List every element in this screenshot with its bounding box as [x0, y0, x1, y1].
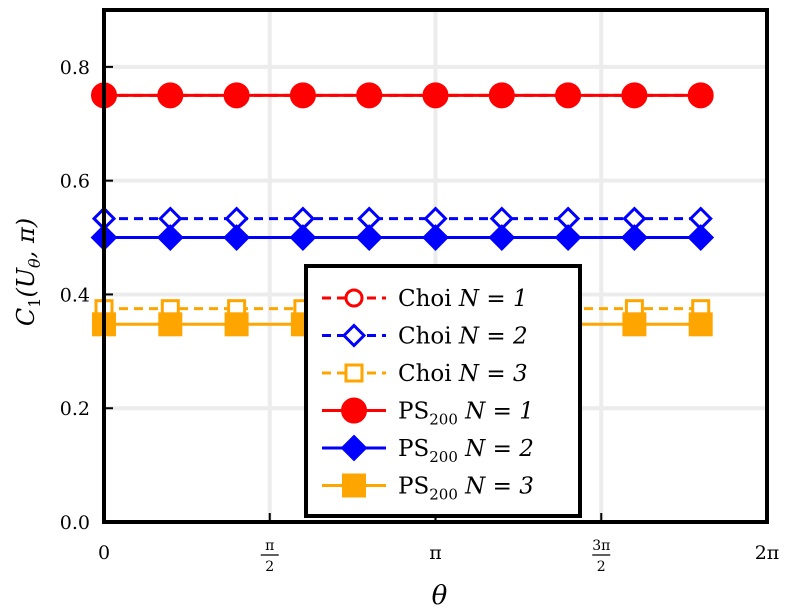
legend-entry: PS200 N = 3	[322, 473, 534, 504]
data-point-diamond	[289, 224, 317, 251]
y-tick-label: 0.0	[60, 512, 90, 534]
data-point-circle	[289, 82, 316, 109]
legend-label: Choi N = 2	[398, 324, 528, 350]
y-axis-label: C1(Uθ, π)	[12, 218, 44, 326]
y-tick-label: 0.6	[60, 171, 90, 193]
legend-label-n: N = 3	[452, 361, 528, 387]
legend-entry: PS200 N = 2	[322, 434, 534, 466]
data-point-diamond	[355, 224, 383, 251]
data-point-square	[622, 312, 647, 337]
y-axis-label-sub: 1	[25, 298, 44, 308]
data-point-circle	[157, 82, 184, 109]
x-tick-label-denominator: 2	[597, 559, 606, 575]
data-point-circle	[422, 82, 449, 109]
data-point-circle	[555, 82, 582, 109]
data-point-diamond	[554, 224, 582, 251]
series-ps200-n1	[91, 82, 714, 109]
legend-entry: Choi N = 1	[322, 286, 528, 312]
legend-entry: Choi N = 2	[322, 323, 528, 350]
x-tick-label-numerator: π	[265, 538, 274, 554]
legend-label-name-sub: 200	[429, 486, 458, 504]
series-choi-n2	[91, 206, 713, 231]
data-point-square	[224, 312, 249, 337]
legend-marker-diamond	[341, 323, 367, 348]
data-point-square	[158, 312, 183, 337]
x-tick-label: π	[429, 542, 442, 564]
data-point-diamond	[687, 224, 715, 251]
legend-label-n: N = 3	[458, 474, 534, 500]
legend-label: PS200 N = 2	[398, 436, 534, 466]
legend-marker-circle	[344, 288, 364, 308]
x-tick-label-denominator: 2	[265, 559, 274, 575]
legend-label: Choi N = 3	[398, 361, 528, 387]
legend-label-n: N = 2	[452, 324, 528, 350]
x-tick-label: 0	[98, 542, 110, 564]
data-point-circle	[687, 82, 714, 109]
legend-label-n: N = 1	[458, 399, 534, 425]
y-axis-label-base: C	[12, 308, 40, 326]
legend-marker-diamond	[340, 434, 368, 462]
legend-label-name-sub: 200	[429, 448, 458, 466]
legend-entry: Choi N = 3	[322, 361, 528, 387]
data-point-circle	[621, 82, 648, 109]
data-point-diamond	[156, 224, 184, 251]
data-point-diamond	[223, 224, 251, 251]
data-point-diamond	[620, 224, 648, 251]
x-tick-label-numerator: 3π	[592, 538, 610, 554]
data-point-circle	[356, 82, 383, 109]
legend-label: PS200 N = 3	[398, 474, 534, 504]
data-point-circle	[223, 82, 250, 109]
legend-label-name: PS	[398, 399, 429, 425]
legend-label-name: Choi	[398, 361, 452, 387]
y-axis-label-rest: , π)	[12, 218, 40, 258]
legend-marker-circle	[341, 397, 367, 424]
legend-label-name: PS	[398, 474, 429, 500]
legend-marker-square	[342, 473, 366, 498]
legend-marker-square	[344, 363, 364, 383]
series-ps200-n2	[90, 224, 715, 251]
y-tick-label: 0.4	[60, 284, 90, 306]
legend-label: PS200 N = 1	[398, 399, 534, 429]
data-point-diamond	[488, 224, 516, 251]
x-tick-label: 2π	[755, 542, 780, 564]
legend-label-n: N = 2	[458, 436, 534, 462]
x-axis-label: θ	[432, 581, 448, 611]
data-point-diamond	[422, 224, 449, 251]
data-point-square	[688, 312, 713, 337]
legend-label-name-sub: 200	[429, 411, 458, 429]
legend-label-name: Choi	[398, 324, 452, 350]
legend-entry: PS200 N = 1	[322, 397, 534, 429]
axis-labels: θC1(Uθ, π)	[12, 218, 448, 611]
legend-label-name: Choi	[398, 286, 452, 312]
y-axis-label-open: (U	[12, 267, 40, 297]
y-tick-label: 0.2	[60, 398, 90, 420]
legend-label-n: N = 1	[452, 286, 528, 312]
y-axis-label-sub2: θ	[25, 258, 44, 268]
legend-label-name: PS	[398, 436, 429, 462]
data-point-circle	[488, 82, 515, 109]
legend-label: Choi N = 1	[398, 286, 528, 312]
y-tick-label: 0.8	[60, 57, 90, 79]
